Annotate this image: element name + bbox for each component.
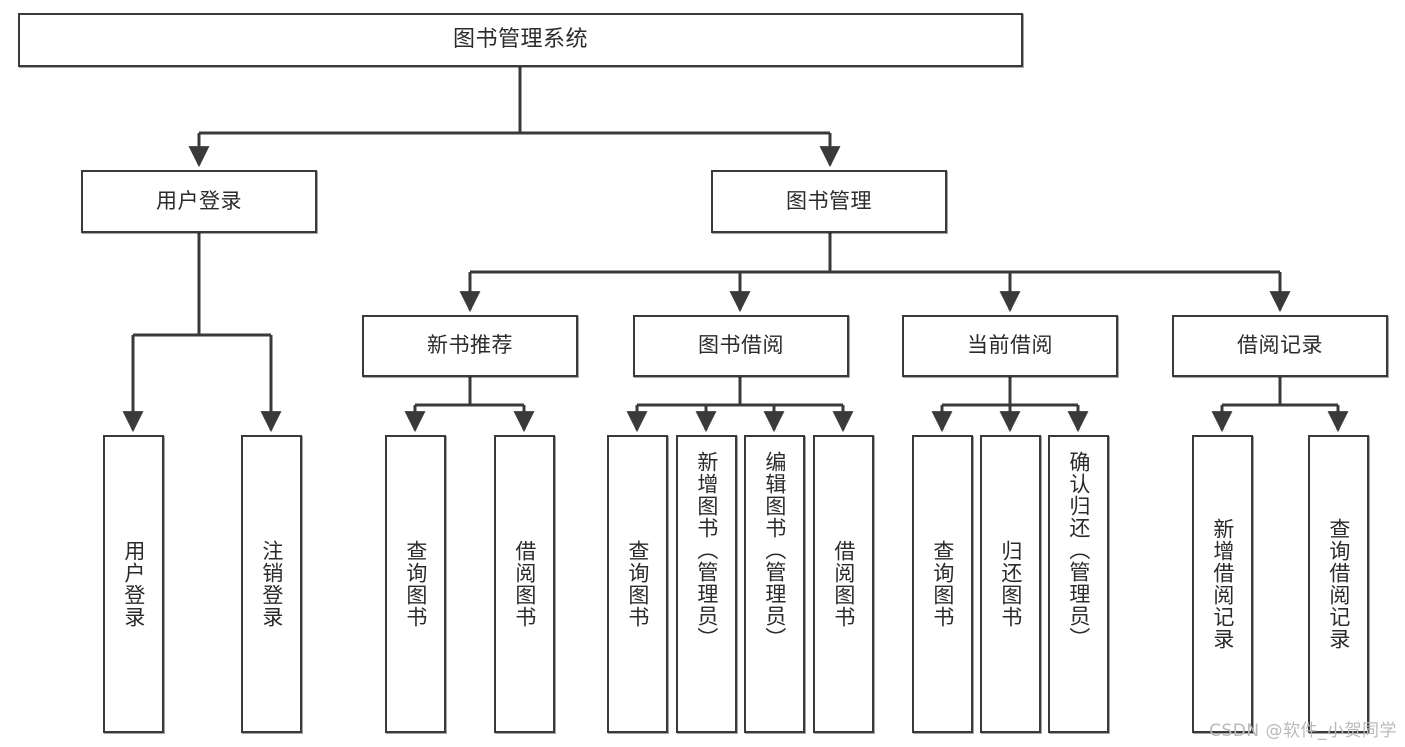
leaf-confirm-return[interactable]: 确认归还（管理员）	[1048, 435, 1109, 733]
leaf-query-book-1-label: 查询图书	[403, 540, 428, 628]
node-book-manage[interactable]: 图书管理	[711, 170, 947, 233]
node-book-borrow-label: 图书借阅	[698, 333, 784, 358]
leaf-query-book-1[interactable]: 查询图书	[385, 435, 446, 733]
leaf-query-book-2-label: 查询图书	[625, 540, 650, 628]
leaf-query-book-2[interactable]: 查询图书	[607, 435, 668, 733]
leaf-borrow-book-2-label: 借阅图书	[831, 540, 856, 628]
node-user-login[interactable]: 用户登录	[81, 170, 317, 233]
node-root-system[interactable]: 图书管理系统	[18, 13, 1023, 67]
node-borrow-record[interactable]: 借阅记录	[1172, 315, 1388, 377]
csdn-watermark: CSDN @软件_小贺同学	[1209, 721, 1397, 741]
leaf-user-login-label: 用户登录	[121, 540, 146, 628]
leaf-add-record[interactable]: 新增借阅记录	[1192, 435, 1253, 733]
leaf-add-book[interactable]: 新增图书（管理员）	[676, 435, 737, 733]
leaf-confirm-return-label: 确认归还（管理员）	[1066, 451, 1091, 649]
node-current-borrow-label: 当前借阅	[967, 333, 1053, 358]
leaf-query-record[interactable]: 查询借阅记录	[1308, 435, 1369, 733]
leaf-borrow-book-1[interactable]: 借阅图书	[494, 435, 555, 733]
leaf-query-book-3-label: 查询图书	[930, 540, 955, 628]
node-borrow-record-label: 借阅记录	[1237, 333, 1323, 358]
leaf-user-logout[interactable]: 注销登录	[241, 435, 302, 733]
leaf-borrow-book-1-label: 借阅图书	[512, 540, 537, 628]
node-new-book-recommend[interactable]: 新书推荐	[362, 315, 578, 377]
leaf-edit-book-label: 编辑图书（管理员）	[762, 451, 787, 649]
leaf-add-book-label: 新增图书（管理员）	[694, 451, 719, 649]
node-current-borrow[interactable]: 当前借阅	[902, 315, 1118, 377]
node-user-login-label: 用户登录	[156, 188, 242, 213]
leaf-add-record-label: 新增借阅记录	[1210, 518, 1235, 650]
leaf-borrow-book-2[interactable]: 借阅图书	[813, 435, 874, 733]
node-root-label: 图书管理系统	[452, 26, 588, 52]
node-book-borrow[interactable]: 图书借阅	[633, 315, 849, 377]
node-book-manage-label: 图书管理	[786, 188, 872, 213]
node-new-book-recommend-label: 新书推荐	[427, 333, 513, 358]
leaf-edit-book[interactable]: 编辑图书（管理员）	[744, 435, 805, 733]
leaf-query-record-label: 查询借阅记录	[1326, 518, 1351, 650]
leaf-return-book[interactable]: 归还图书	[980, 435, 1041, 733]
leaf-user-logout-label: 注销登录	[259, 540, 284, 628]
leaf-query-book-3[interactable]: 查询图书	[912, 435, 973, 733]
leaf-user-login[interactable]: 用户登录	[103, 435, 164, 733]
leaf-return-book-label: 归还图书	[998, 540, 1023, 628]
